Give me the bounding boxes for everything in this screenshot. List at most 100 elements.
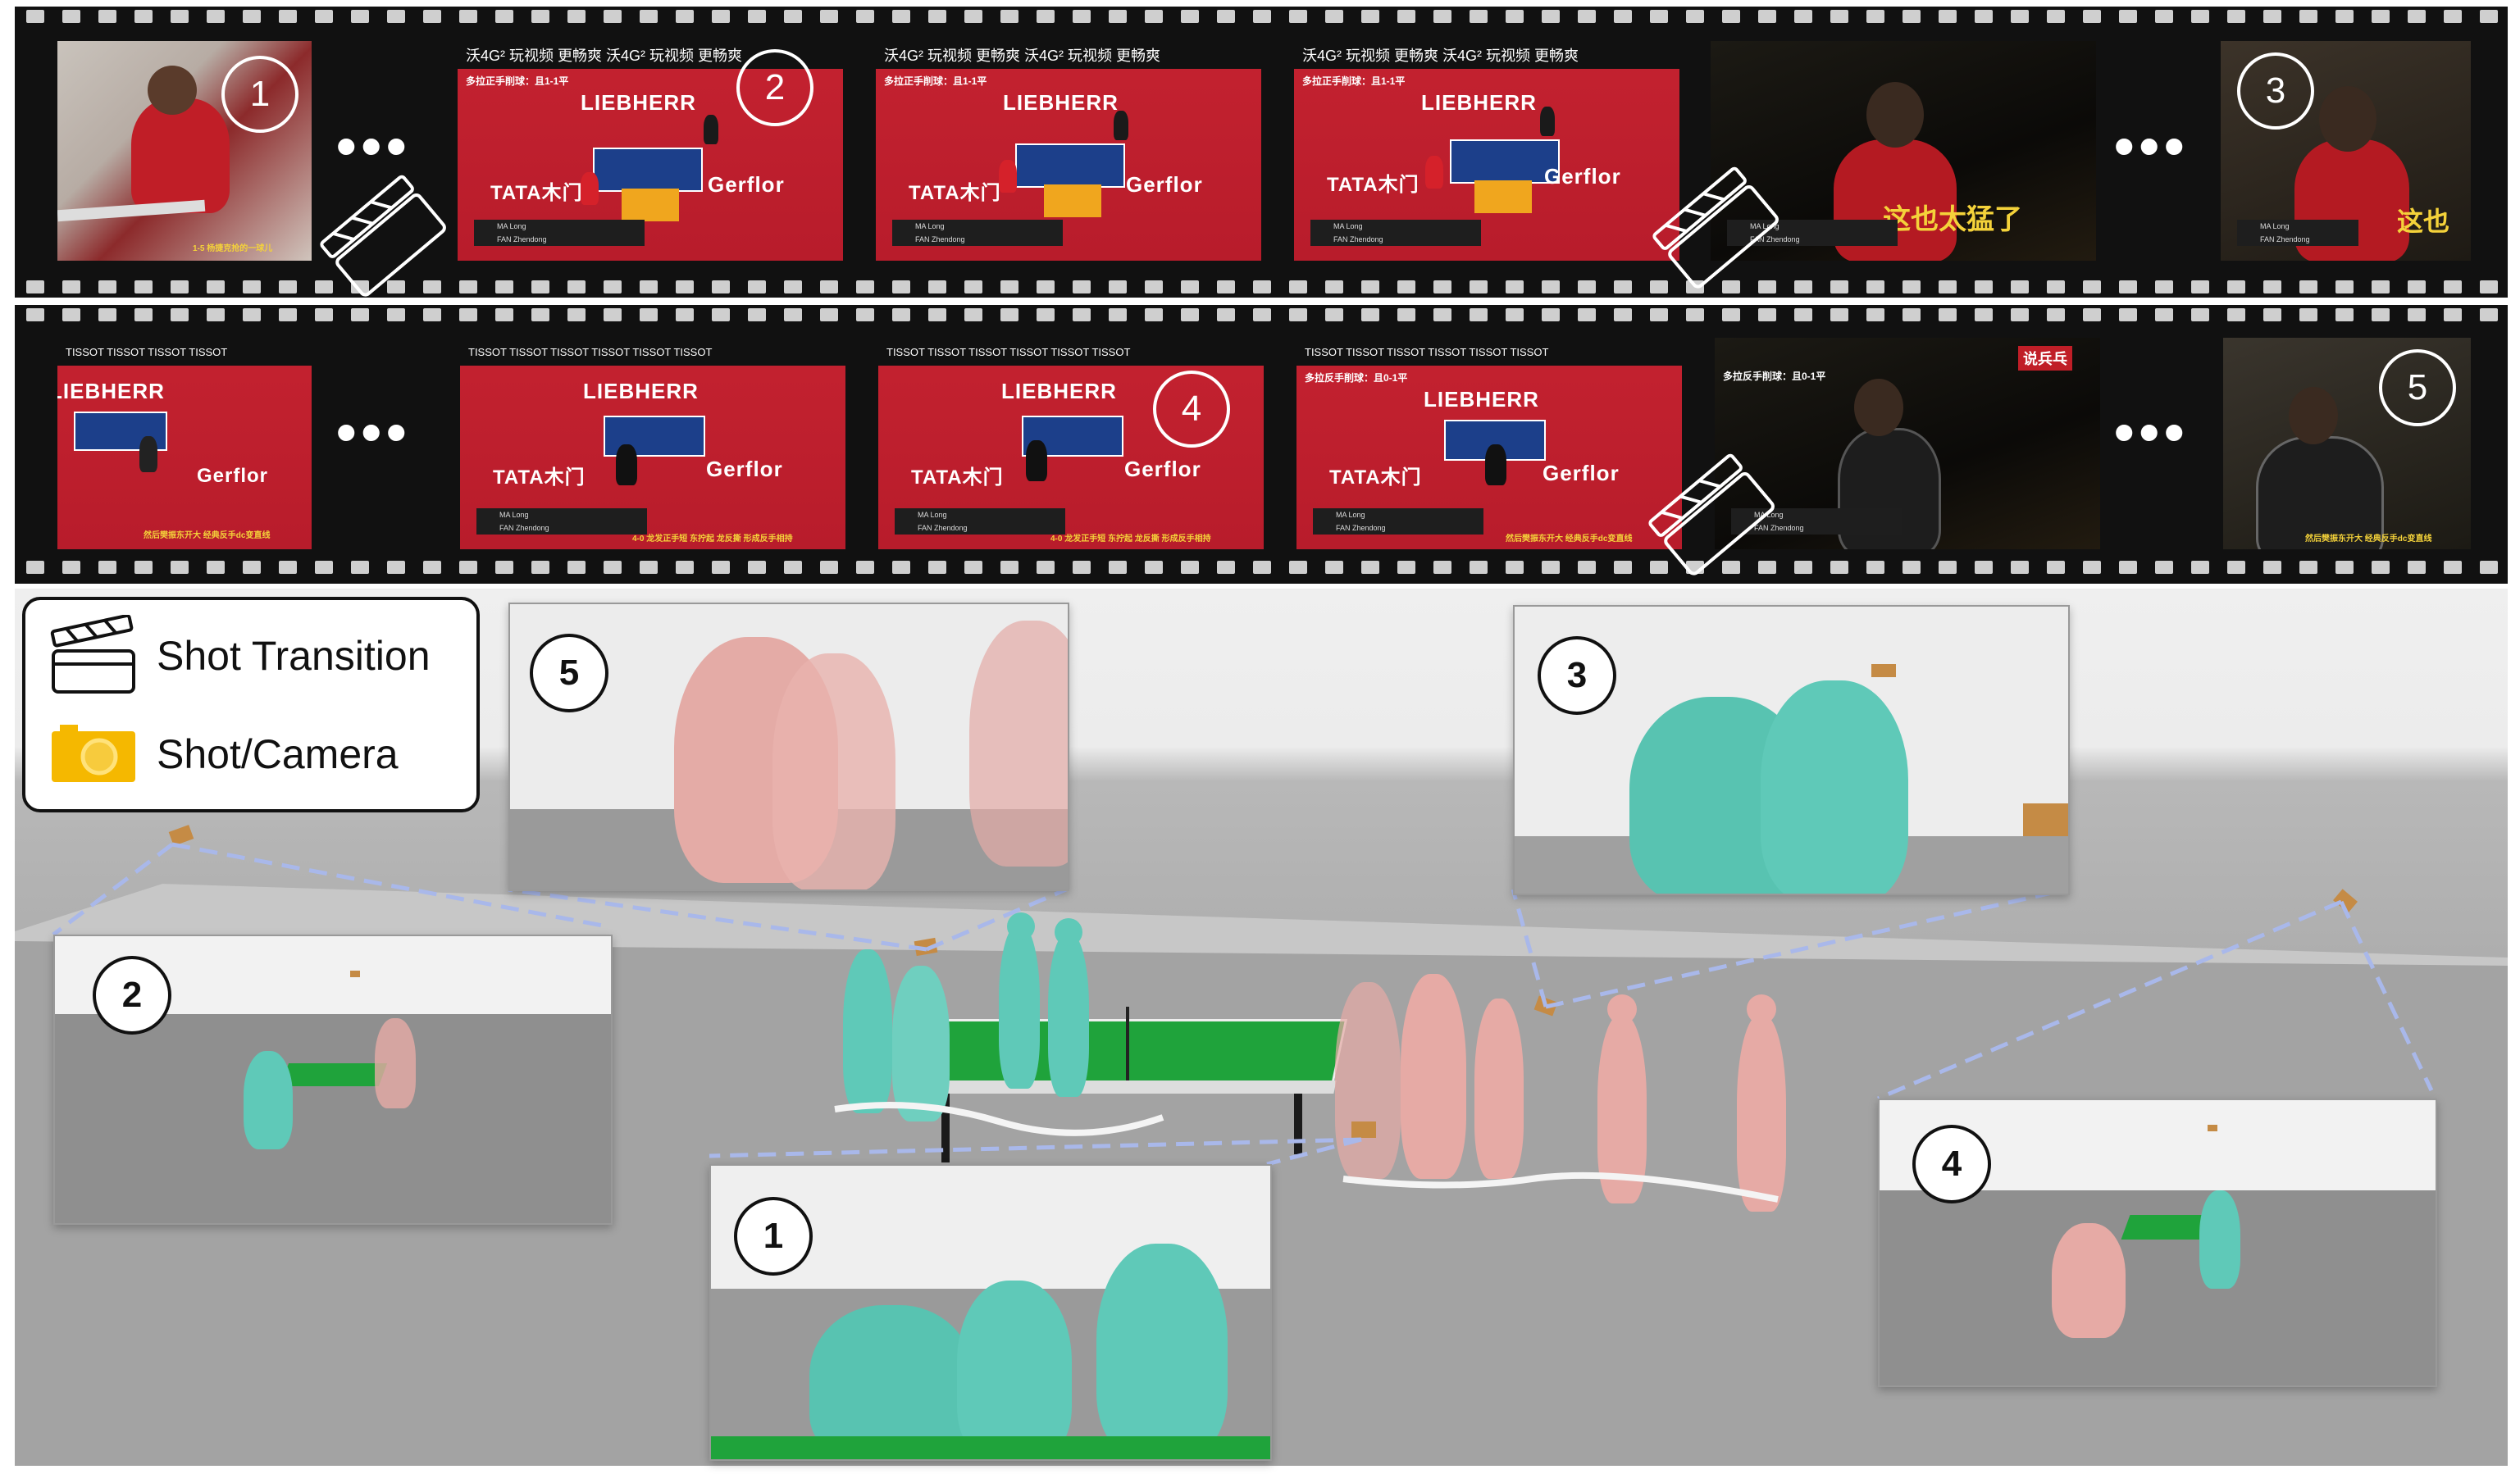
film-perforation — [1397, 561, 1415, 574]
teal-player — [892, 966, 950, 1121]
film-perforation — [243, 561, 261, 574]
film-perforation — [2047, 561, 2065, 574]
film-perforation — [567, 10, 586, 23]
camera-view-inset: 3 — [1513, 605, 2070, 895]
film-perforation — [1073, 280, 1091, 293]
film-perforation — [2011, 10, 2029, 23]
film-perforation — [1939, 308, 1957, 321]
film-perforation — [1506, 561, 1524, 574]
film-perforation — [892, 10, 910, 23]
frame-banner: 多拉反手削球：且0-1平 — [1723, 371, 1826, 382]
film-perforation — [1289, 561, 1307, 574]
film-perforation — [964, 10, 982, 23]
frame-ad-banner: 沃4G² 玩视频 更畅爽 沃4G² 玩视频 更畅爽 — [876, 41, 1261, 69]
camera-icon — [1351, 1121, 1376, 1138]
film-perforation — [712, 308, 730, 321]
film-perforation — [1073, 10, 1091, 23]
film-perforation — [1650, 10, 1668, 23]
film-perforation — [784, 280, 802, 293]
film-perforation — [1830, 10, 1848, 23]
teal-player-head — [1007, 912, 1035, 940]
film-perforation — [2299, 10, 2317, 23]
film-frame: 然后樊振东开大 经典反手dc变直线 5 — [2223, 338, 2471, 549]
film-perforation — [423, 280, 441, 293]
film-perforation — [531, 561, 549, 574]
film-perforation — [1614, 10, 1632, 23]
film-perforation — [1758, 561, 1776, 574]
film-perforation — [1433, 280, 1451, 293]
shot-badge: 4 — [1153, 371, 1230, 448]
film-perforation — [26, 561, 44, 574]
film-perforation — [1650, 280, 1668, 293]
film-perforation — [459, 308, 477, 321]
film-perforation — [2227, 280, 2245, 293]
film-perforation — [2372, 280, 2390, 293]
film-perforation — [1109, 10, 1127, 23]
trajectory-path — [834, 1102, 1779, 1203]
film-perforation — [784, 561, 802, 574]
film-perforation — [2480, 10, 2498, 23]
film-perforation — [2227, 308, 2245, 321]
film-perforation — [207, 280, 225, 293]
film-perforation — [2047, 308, 2065, 321]
film-perforation — [2119, 308, 2137, 321]
film-perforation — [2155, 561, 2173, 574]
film-perforation — [1722, 10, 1740, 23]
film-perforation — [567, 561, 586, 574]
film-perforation — [1830, 280, 1848, 293]
film-perforation — [2408, 308, 2426, 321]
film-perforation — [2083, 561, 2101, 574]
film-perforation — [98, 308, 116, 321]
ad-text: LIEBHERR — [1424, 387, 1539, 412]
film-perforation — [1794, 10, 1812, 23]
view-badge: 1 — [734, 1197, 813, 1276]
film-perforation — [1217, 308, 1235, 321]
frame-ad-banner: TISSOT TISSOT TISSOT TISSOT — [57, 338, 312, 366]
frame-logo: 说兵乓 — [2018, 346, 2072, 371]
pink-player — [1335, 982, 1401, 1179]
film-frame: 1-5 杨捷克抢的一球儿 1 — [57, 41, 312, 261]
shot-badge: 3 — [2237, 52, 2314, 130]
film-perforation — [243, 308, 261, 321]
frame-banner: 多拉正手削球：且1-1平 — [1302, 75, 1406, 87]
film-perforation — [1470, 280, 1488, 293]
film-perforation — [856, 561, 874, 574]
film-perforation — [2047, 280, 2065, 293]
frame-ad-banner: TISSOT TISSOT TISSOT TISSOT TISSOT TISSO… — [1296, 338, 1682, 366]
film-perforation — [928, 280, 946, 293]
ellipsis: ••• — [336, 400, 412, 464]
film-perforation — [676, 280, 694, 293]
film-perforation — [1722, 280, 1740, 293]
film-perforation — [1614, 308, 1632, 321]
film-perforation — [1253, 308, 1271, 321]
film-perforation — [856, 308, 874, 321]
film-perforation — [2480, 280, 2498, 293]
film-perforation — [1397, 308, 1415, 321]
film-perforation — [2155, 280, 2173, 293]
film-perforation — [2480, 308, 2498, 321]
film-perforation — [892, 561, 910, 574]
film-perforation — [1975, 561, 1993, 574]
film-perforation — [26, 280, 44, 293]
frame-ad-banner: 沃4G² 玩视频 更畅爽 沃4G² 玩视频 更畅爽 — [1294, 41, 1679, 69]
film-perforation — [1325, 561, 1343, 574]
film-perforation — [964, 280, 982, 293]
film-perforation — [1686, 308, 1704, 321]
film-perforation — [820, 280, 838, 293]
film-perforation — [1758, 10, 1776, 23]
film-perforation — [820, 308, 838, 321]
ad-text: TATA木门 — [909, 182, 1001, 204]
film-frame: TISSOT TISSOT TISSOT TISSOT TISSOT TISSO… — [878, 338, 1264, 549]
teal-player — [999, 925, 1040, 1089]
film-perforation — [315, 561, 333, 574]
film-perforation — [1794, 280, 1812, 293]
film-perforation — [1506, 308, 1524, 321]
film-perforation — [2444, 280, 2462, 293]
film-perforation — [2372, 10, 2390, 23]
film-perforation — [1217, 10, 1235, 23]
frame-banner: 多拉正手削球：且1-1平 — [466, 75, 569, 87]
film-perforation — [1181, 280, 1199, 293]
